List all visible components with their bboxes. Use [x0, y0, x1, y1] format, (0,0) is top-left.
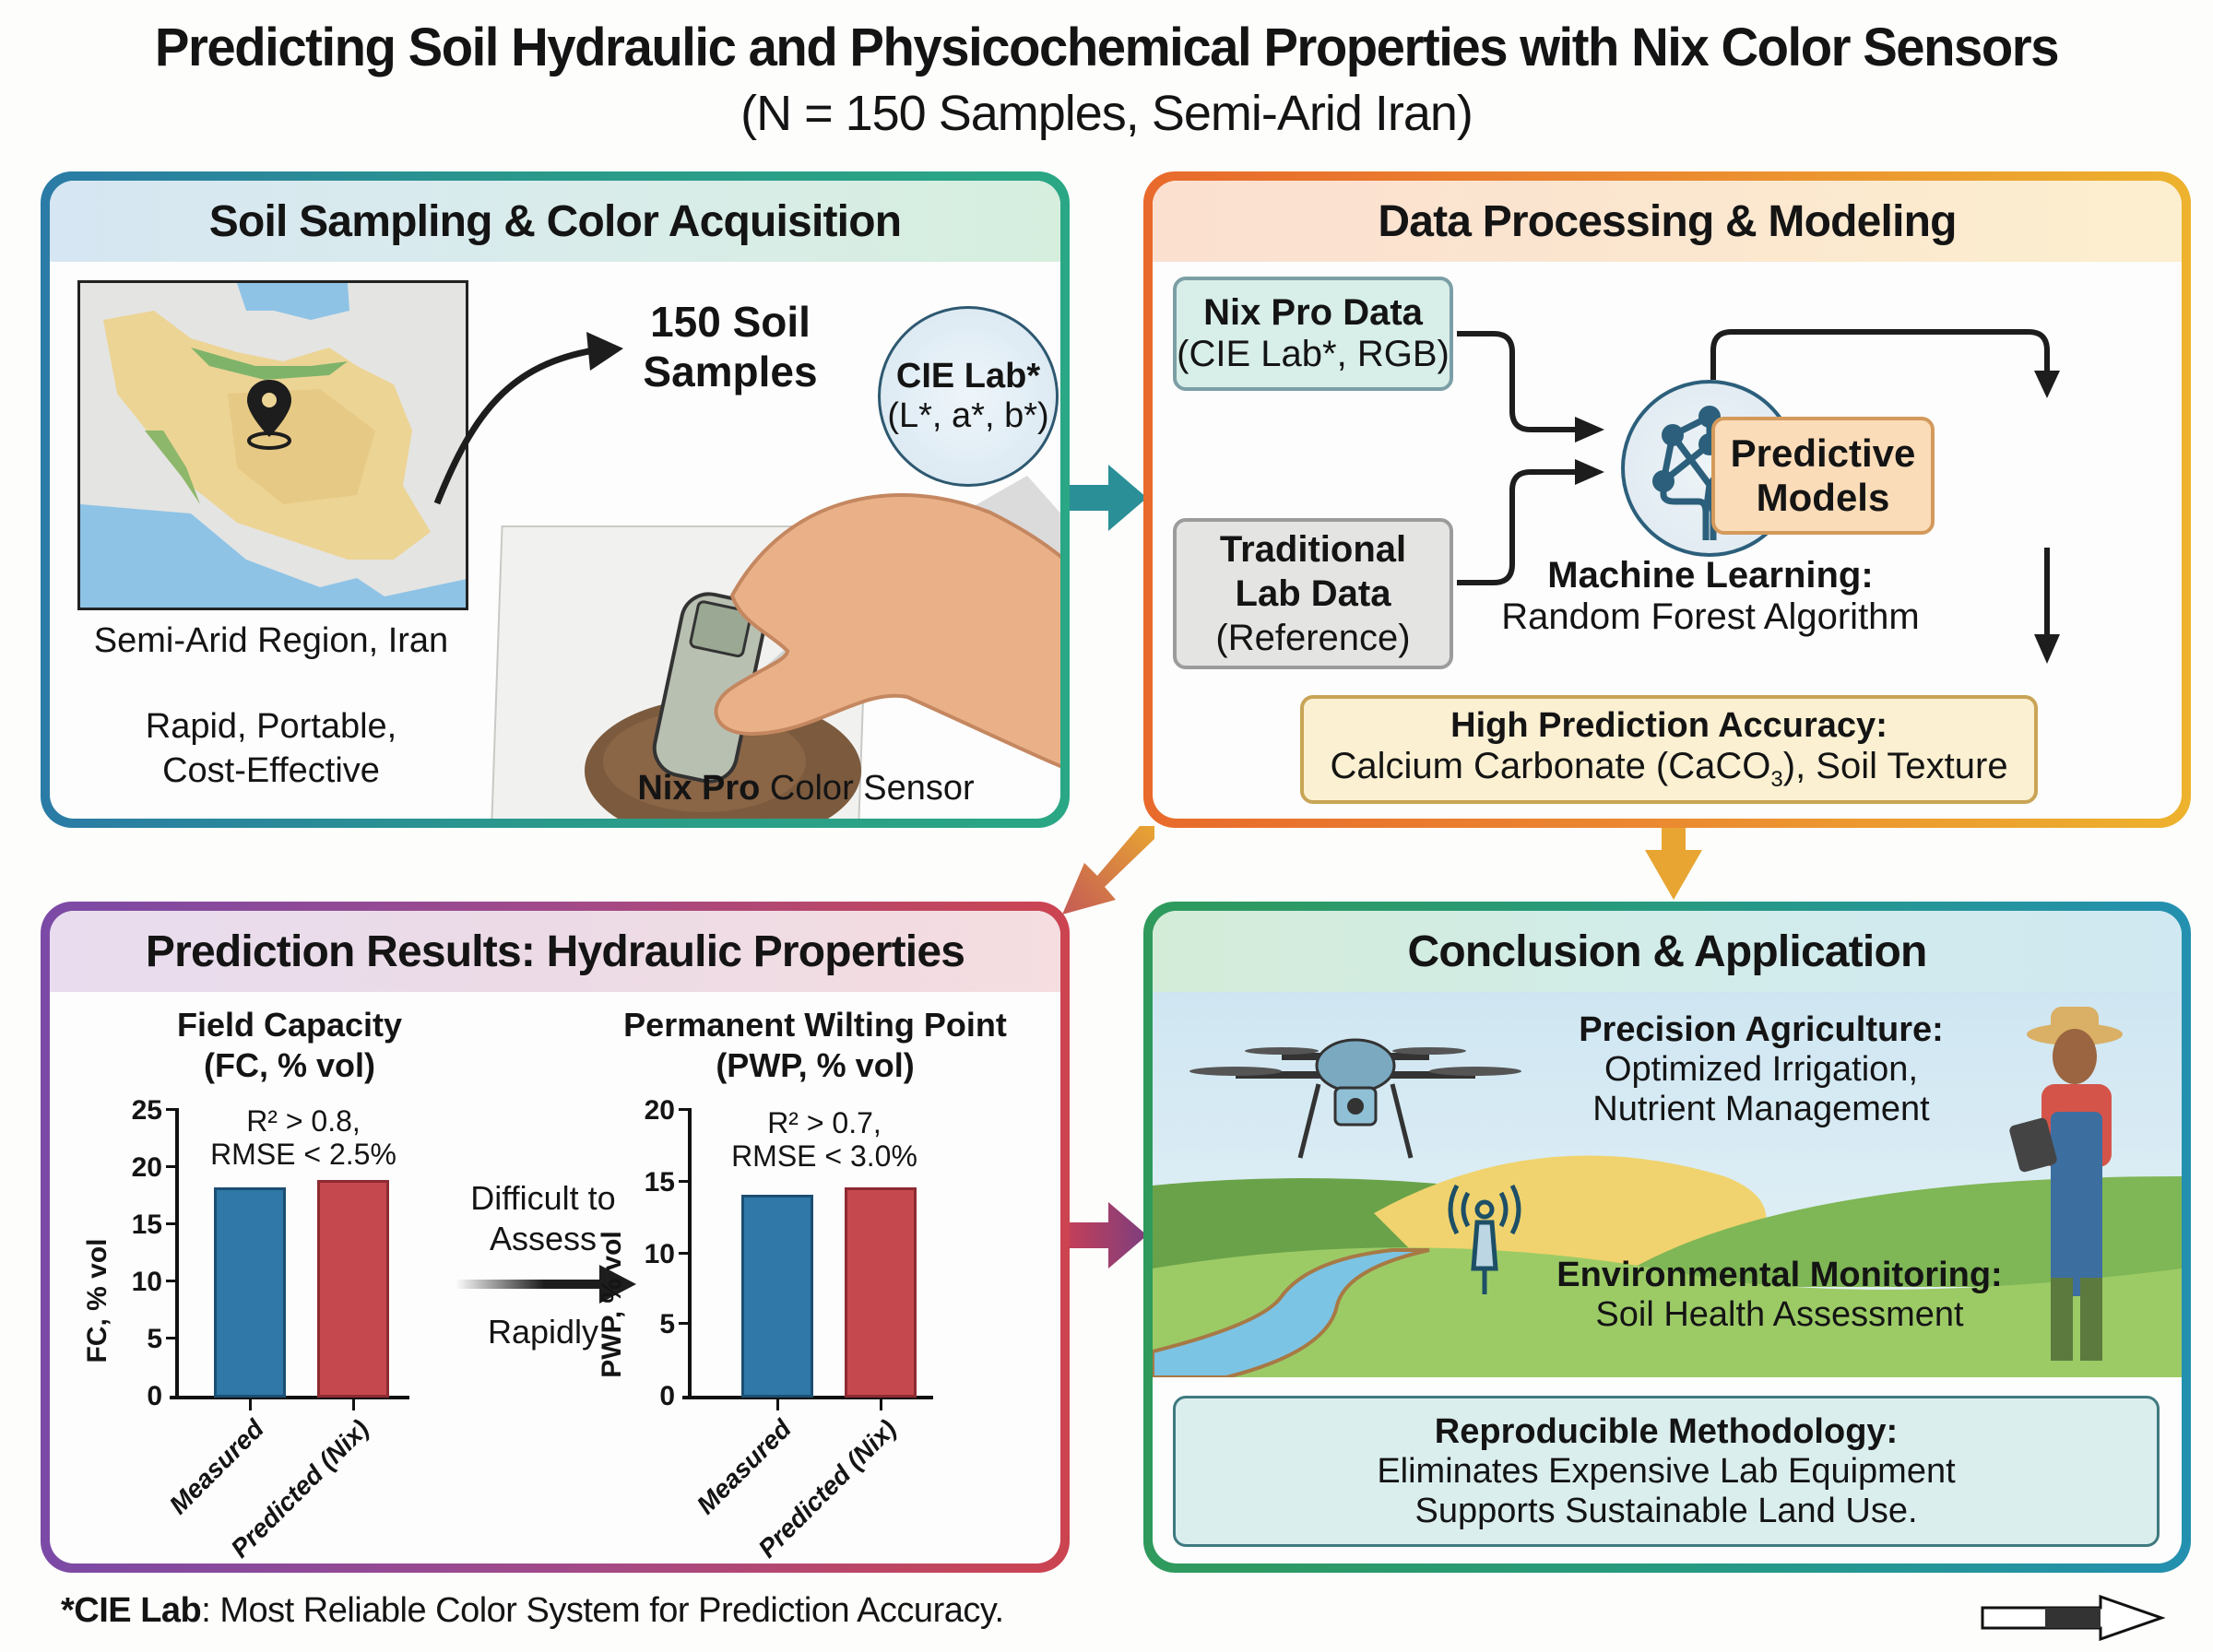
- panel-title: Soil Sampling & Color Acquisition: [50, 181, 1060, 262]
- ml-label: Machine Learning: Random Forest Algorith…: [1501, 555, 1920, 637]
- arrow-right-icon: [1070, 465, 1147, 531]
- iran-map: [77, 280, 468, 610]
- reproducible-methodology-box: Reproducible Methodology: Eliminates Exp…: [1173, 1396, 2160, 1547]
- hand-with-sensor: [585, 476, 1060, 819]
- lab-data-box: Traditional Lab Data (Reference): [1173, 518, 1453, 669]
- chart-wilting-point: Permanent Wilting Point (PWP, % vol) PWP…: [597, 999, 1060, 1564]
- arrow-right-icon: [1070, 1202, 1147, 1268]
- benefits-text: Rapid, Portable, Cost-Effective: [145, 707, 397, 790]
- arrow-right-icon: [456, 1265, 636, 1304]
- panel-title: Prediction Results: Hydraulic Properties: [50, 911, 1060, 992]
- curved-arrow-icon: [433, 332, 623, 505]
- footnote: *CIE Lab: Most Reliable Color System for…: [61, 1591, 1004, 1630]
- predictive-models-box: Predictive Models: [1711, 417, 1935, 535]
- bar-pwp-predicted: [845, 1187, 917, 1398]
- difficult-note: Difficult to Assess: [470, 1179, 616, 1257]
- panel-conclusion: Conclusion & Application: [1143, 902, 2191, 1573]
- next-arrow-icon[interactable]: [1981, 1595, 2165, 1641]
- precision-agriculture: Precision Agriculture: Optimized Irrigat…: [1579, 1010, 1944, 1128]
- farmer-with-tablet: [2009, 1007, 2123, 1361]
- bar-pwp-measured: [741, 1195, 813, 1398]
- environmental-monitoring: Environmental Monitoring: Soil Health As…: [1556, 1256, 2003, 1334]
- bar-fc-measured: [214, 1187, 286, 1398]
- arrow-down-icon: [1645, 828, 1702, 900]
- map-caption: Semi-Arid Region, Iran: [93, 621, 449, 660]
- pwp-stats: R² > 0.7, RMSE < 3.0%: [731, 1106, 917, 1173]
- antenna-sensor-icon: [1448, 1184, 1521, 1294]
- panel-data-modeling: Data Processing & Modeling Nix Pro Data …: [1143, 171, 2191, 828]
- y-axis-label: FC, % vol: [82, 1238, 112, 1363]
- nix-pro-data-box: Nix Pro Data (CIE Lab*, RGB): [1173, 277, 1453, 391]
- chart-title: Permanent Wilting Point (PWP, % vol): [623, 1006, 1007, 1084]
- panel-prediction-results: Prediction Results: Hydraulic Properties…: [41, 902, 1070, 1573]
- arrow-down-left-icon: [1062, 826, 1154, 914]
- samples-count: 150 Soil Samples: [643, 298, 818, 395]
- farm-scene: Precision Agriculture: Optimized Irrigat…: [1153, 992, 2182, 1377]
- panel-soil-sampling: Soil Sampling & Color Acquisition: [41, 171, 1070, 828]
- cie-lab-callout: CIE Lab* (L*, a*, b*): [878, 306, 1059, 487]
- panel-title: Data Processing & Modeling: [1153, 181, 2182, 262]
- sensor-caption: Nix Pro Color Sensor: [637, 769, 975, 808]
- drone-icon: [1189, 1038, 1521, 1159]
- chart-field-capacity: Field Capacity (FC, % vol) FC, % vol 25 …: [50, 999, 529, 1564]
- page-title: Predicting Soil Hydraulic and Physicoche…: [154, 18, 2060, 77]
- y-axis-label: PWP, % vol: [597, 1231, 627, 1378]
- bar-fc-predicted: [317, 1180, 389, 1398]
- page-subtitle: (N = 150 Samples, Semi-Arid Iran): [740, 86, 1473, 141]
- rapidly-note: Rapidly: [487, 1313, 599, 1351]
- fc-stats: R² > 0.8, RMSE < 2.5%: [210, 1104, 396, 1171]
- panel-title: Conclusion & Application: [1153, 911, 2182, 992]
- chart-title: Field Capacity (FC, % vol): [176, 1006, 403, 1084]
- accuracy-box: High Prediction Accuracy: Calcium Carbon…: [1300, 695, 2038, 804]
- location-pin-icon: [247, 380, 291, 450]
